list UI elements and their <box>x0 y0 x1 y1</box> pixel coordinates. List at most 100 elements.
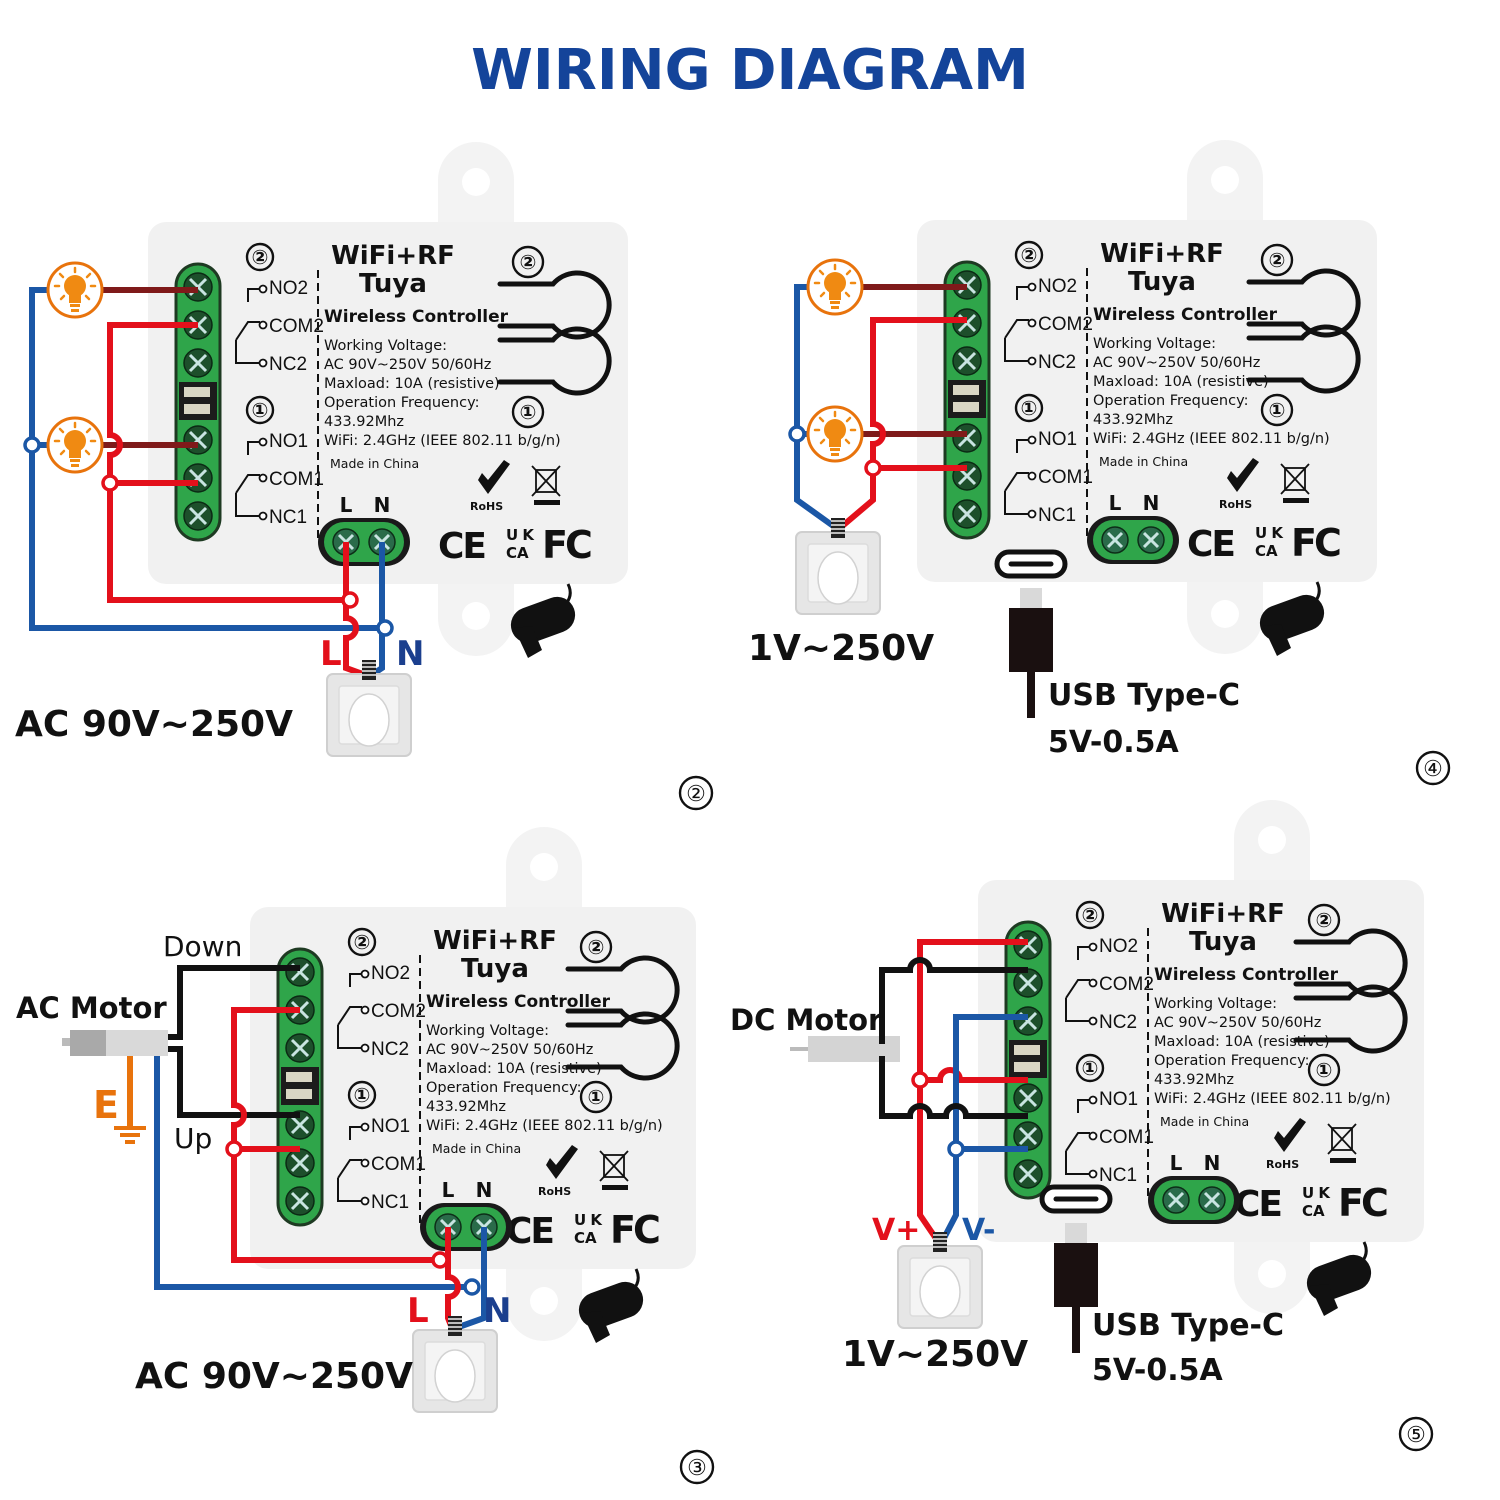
power-screw[interactable] <box>1198 1186 1226 1214</box>
power-screw[interactable] <box>1101 526 1129 554</box>
contact-dot <box>1088 1095 1098 1105</box>
bin-body <box>603 1154 625 1178</box>
number-circle <box>1307 1053 1341 1087</box>
supply-voltage-label: 1V~250V <box>842 1334 1028 1375</box>
button-loop-icon[interactable] <box>497 326 612 396</box>
bin-bar <box>1330 1158 1356 1163</box>
vplus-label: V+ <box>872 1213 920 1248</box>
terminal-L-label: L <box>442 1178 455 1202</box>
motor-label: DC Motor <box>730 1003 883 1037</box>
terminal-label-nc1: NC1 <box>1038 505 1076 526</box>
panel-number-label: ④ <box>1423 756 1443 781</box>
spec-line: AC 90V~250V 50/60Hz <box>1154 1015 1321 1031</box>
lamp-bulb-icon <box>46 261 104 319</box>
screw-slot <box>1018 1011 1038 1031</box>
contact-dot <box>258 284 268 294</box>
bin-bar <box>602 1185 628 1190</box>
contact-dot <box>1088 1169 1098 1179</box>
spec-line: WiFi: 2.4GHz (IEEE 802.11 b/g/n) <box>1093 431 1330 447</box>
button-loop-icon[interactable] <box>1293 984 1408 1054</box>
relay-nc-line <box>235 493 260 517</box>
power-screw[interactable] <box>1137 526 1165 554</box>
relay-switch-icon <box>1065 1095 1098 1179</box>
spec-line: Maxload: 10A (resistive) <box>1154 1034 1330 1050</box>
lamp-glass <box>64 275 86 297</box>
screw-slot <box>290 1191 310 1211</box>
terminal-label-com2: COM2 <box>1038 314 1093 335</box>
brand-line-1: WiFi+RF <box>1161 899 1285 929</box>
spec-line: Operation Frequency: <box>1154 1053 1310 1069</box>
panel-number-circle <box>1415 750 1451 786</box>
weee-bin-icon <box>1327 1123 1357 1163</box>
terminal-screw[interactable] <box>285 957 315 987</box>
brand-line-1: WiFi+RF <box>1100 239 1224 269</box>
terminal-screw[interactable] <box>1013 1121 1043 1151</box>
terminal-label-com2: COM2 <box>1099 974 1154 995</box>
usb-plug-metal <box>1065 1223 1087 1243</box>
number-label: ② <box>354 930 371 954</box>
lamp-ray <box>59 449 66 456</box>
lamp-ray <box>818 416 825 423</box>
power-screw[interactable] <box>1162 1186 1190 1214</box>
lamp-ray <box>845 269 852 276</box>
terminal-screw[interactable] <box>285 1148 315 1178</box>
button-loop-icon[interactable] <box>1246 324 1361 394</box>
panel-number-label: ⑤ <box>1406 1422 1426 1447</box>
ukca-mark-ca: CA <box>506 544 529 562</box>
made-in-label: Made in China <box>330 456 419 471</box>
number-circle <box>1014 393 1044 423</box>
channel-2-marker: ② <box>245 242 275 272</box>
button-loop-icon[interactable] <box>497 270 612 340</box>
vplus-wire <box>920 1067 1028 1083</box>
terminal-screw[interactable] <box>285 1186 315 1216</box>
terminal-label-nc1: NC1 <box>1099 1165 1137 1186</box>
terminal-L-label: L <box>1170 1151 1183 1175</box>
plug <box>817 551 859 605</box>
button-1-marker: ① <box>1260 393 1294 427</box>
terminal-N-label: N <box>476 1178 493 1202</box>
terminal-screw[interactable] <box>1013 1083 1043 1113</box>
terminal-label-com1: COM1 <box>371 1154 426 1175</box>
terminal-label-no1: NO1 <box>1099 1089 1138 1110</box>
screw-slot <box>1018 1088 1038 1108</box>
terminal-screw[interactable] <box>183 425 213 455</box>
spec-line: AC 90V~250V 50/60Hz <box>324 357 491 373</box>
brand-line-1: WiFi+RF <box>331 241 455 271</box>
button-loop-icon[interactable] <box>1246 268 1361 338</box>
terminal-label-no2: NO2 <box>371 963 410 984</box>
supply-voltage-label: AC 90V~250V <box>15 704 293 745</box>
terminal-screw[interactable] <box>183 463 213 493</box>
usb-cable <box>1072 1307 1080 1353</box>
live-wire <box>343 542 370 679</box>
spec-line: 433.92Mhz <box>324 414 404 430</box>
led-indicator <box>1014 1045 1040 1055</box>
neutral-label: N <box>396 634 424 674</box>
terminal-screw[interactable] <box>952 499 982 529</box>
screw-slot <box>290 1038 310 1058</box>
button-loop-icon[interactable] <box>1293 928 1408 998</box>
number-circle <box>1075 900 1105 930</box>
wall-socket-icon <box>897 1232 983 1329</box>
terminal-screw[interactable] <box>1013 968 1043 998</box>
spec-line: Working Voltage: <box>1093 336 1216 352</box>
button-loop-icon[interactable] <box>565 1011 680 1081</box>
terminal-screw[interactable] <box>952 346 982 376</box>
terminal-screw[interactable] <box>1013 1006 1043 1036</box>
lamp-bulb-icon <box>806 405 864 463</box>
button-2-marker: ② <box>511 245 545 279</box>
terminal-screw[interactable] <box>1013 1159 1043 1189</box>
device-housing <box>250 907 696 1269</box>
brand-line-2: Tuya <box>461 954 529 984</box>
plug <box>434 1349 476 1403</box>
terminal-screw[interactable] <box>952 423 982 453</box>
terminal-screw[interactable] <box>183 501 213 531</box>
button-loop-icon[interactable] <box>565 955 680 1025</box>
terminal-screw[interactable] <box>183 348 213 378</box>
usb-type-c-icon <box>994 549 1068 718</box>
terminal-screw[interactable] <box>285 1033 315 1063</box>
screw-slot <box>957 466 977 486</box>
bin-cross <box>1327 1123 1357 1155</box>
antenna-tail <box>1310 1284 1338 1316</box>
number-circle <box>579 930 613 964</box>
wire-junction <box>341 591 359 609</box>
